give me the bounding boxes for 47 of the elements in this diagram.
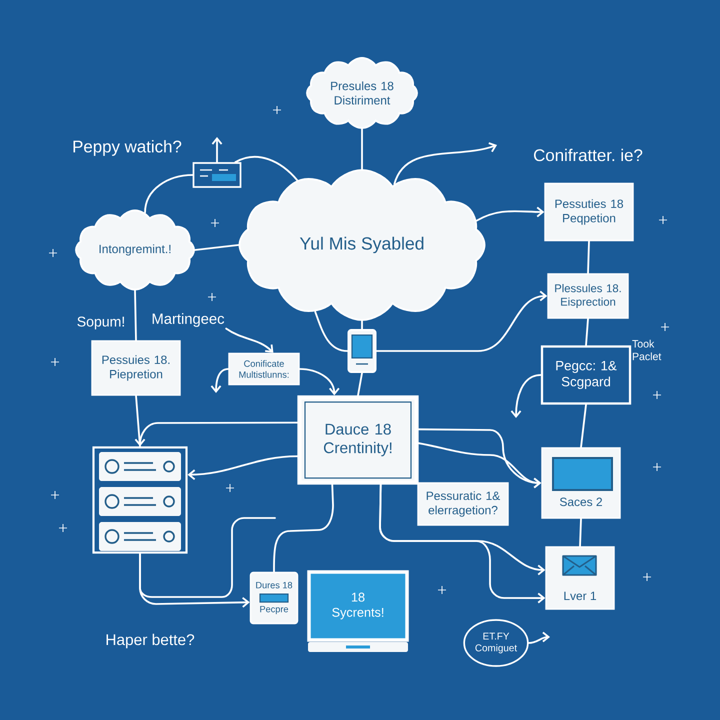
arrow xyxy=(298,368,340,396)
connector-line xyxy=(587,240,590,274)
arrow xyxy=(510,374,542,418)
arrow xyxy=(225,328,274,353)
connector-line xyxy=(144,174,194,214)
phone-icon xyxy=(348,329,376,373)
ellipse-bubble: ET.FY Comiguet xyxy=(463,619,529,667)
laptop: 18 Sycrents! xyxy=(307,570,409,652)
handwritten-label: Conifratter. ie? xyxy=(534,148,642,162)
arrow xyxy=(212,137,222,164)
connector-line xyxy=(234,156,298,182)
card-icon xyxy=(192,162,242,188)
arrow xyxy=(188,455,298,480)
framed-box: Dauce 18 Crentinity! xyxy=(297,395,419,485)
arrow xyxy=(528,632,550,644)
handwritten-label: Took Paclet xyxy=(632,340,662,360)
text-box: Pegcc: 1& Scgpard xyxy=(540,345,632,405)
arrow xyxy=(379,484,546,604)
connector-line xyxy=(194,244,240,251)
text-box: Conificate Multistlunns: xyxy=(228,352,300,386)
connector-line xyxy=(579,518,582,548)
text-box: Plessules 18. Eisprection xyxy=(547,273,629,319)
connector-line xyxy=(357,372,363,396)
connector-line xyxy=(134,290,137,342)
connector-line xyxy=(585,318,589,346)
arrow xyxy=(393,142,497,186)
arrow xyxy=(210,368,230,393)
arrow xyxy=(376,290,548,352)
arrow xyxy=(476,206,544,222)
note-text: Martingeec xyxy=(152,313,224,327)
handwritten-label: Haper bette? xyxy=(106,634,194,648)
connector-line xyxy=(139,517,276,598)
connector-line xyxy=(273,484,334,573)
text-box: Pessuratic 1& elerragetion? xyxy=(417,482,509,526)
handwritten-label: Sopum! xyxy=(77,316,124,330)
text-box: Pessuties 18 Peqpetion xyxy=(544,182,634,242)
text-box: Pessuies 18. Piepretion xyxy=(91,340,181,396)
connector-line xyxy=(135,394,141,448)
handwritten-label: Peppy watich? xyxy=(74,140,182,156)
arrow xyxy=(418,442,542,488)
connector-line xyxy=(314,310,348,352)
connector-line xyxy=(580,404,587,448)
arrow xyxy=(134,422,298,446)
server-icon xyxy=(92,446,188,554)
connector-line xyxy=(361,320,363,330)
small-box: Dures 18 Pecpre xyxy=(250,572,298,624)
connector-line xyxy=(361,128,363,170)
